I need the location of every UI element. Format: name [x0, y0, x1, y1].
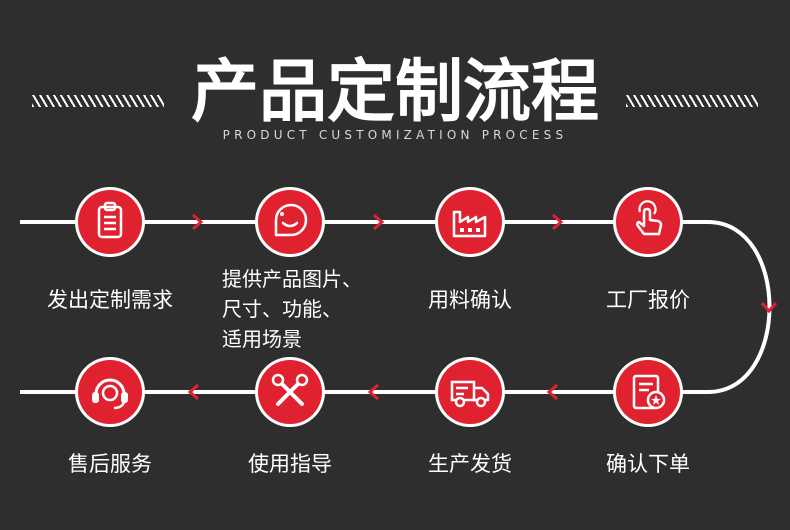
- arrow-left-2: [367, 383, 379, 401]
- step-1-label: 发出定制需求: [47, 288, 173, 312]
- tools-icon: [271, 373, 309, 406]
- headset-support-icon: [92, 378, 128, 410]
- page-subtitle: PRODUCT CUSTOMIZATION PROCESS: [222, 128, 568, 142]
- arrow-right-3: [552, 213, 564, 231]
- title-hatch-left: [32, 95, 164, 107]
- page-title: 产品定制流程: [190, 52, 599, 132]
- factory-icon: [452, 210, 487, 238]
- flow-curve: [707, 220, 772, 394]
- arrow-right-2: [373, 213, 385, 231]
- step-5-node: [616, 360, 680, 424]
- step-6-label: 生产发货: [428, 452, 512, 476]
- step-8-label: 售后服务: [68, 452, 152, 476]
- step-5-label: 确认下单: [606, 452, 690, 476]
- step-8-node: [78, 360, 142, 424]
- arrow-right-1: [192, 213, 204, 231]
- step-4-node: [616, 190, 680, 254]
- step-2-label-line-2: 尺寸、功能、: [222, 297, 342, 321]
- arrow-left-1: [546, 383, 558, 401]
- arrow-left-3: [187, 383, 199, 401]
- step-1-node: [78, 190, 142, 254]
- step-4-label: 工厂报价: [606, 288, 690, 312]
- hand-tap-icon: [635, 200, 663, 236]
- step-3-label: 用料确认: [428, 288, 512, 312]
- step-2-label-line-1: 提供产品图片、: [222, 267, 362, 291]
- delivery-truck-icon: [450, 380, 490, 408]
- step-3-node: [438, 190, 502, 254]
- step-7-node: [258, 360, 322, 424]
- step-6-node: [438, 360, 502, 424]
- title-hatch-right: [626, 95, 758, 107]
- step-7-label: 使用指导: [248, 452, 332, 476]
- clipboard-icon: [97, 201, 123, 239]
- step-2-label: 提供产品图片、 尺寸、功能、 适用场景: [222, 264, 362, 354]
- step-2-node: [258, 190, 322, 254]
- arrow-down: [760, 302, 778, 314]
- step-2-label-line-3: 适用场景: [222, 327, 302, 351]
- chat-bubble-icon: [274, 203, 308, 237]
- document-seal-icon: [632, 374, 666, 410]
